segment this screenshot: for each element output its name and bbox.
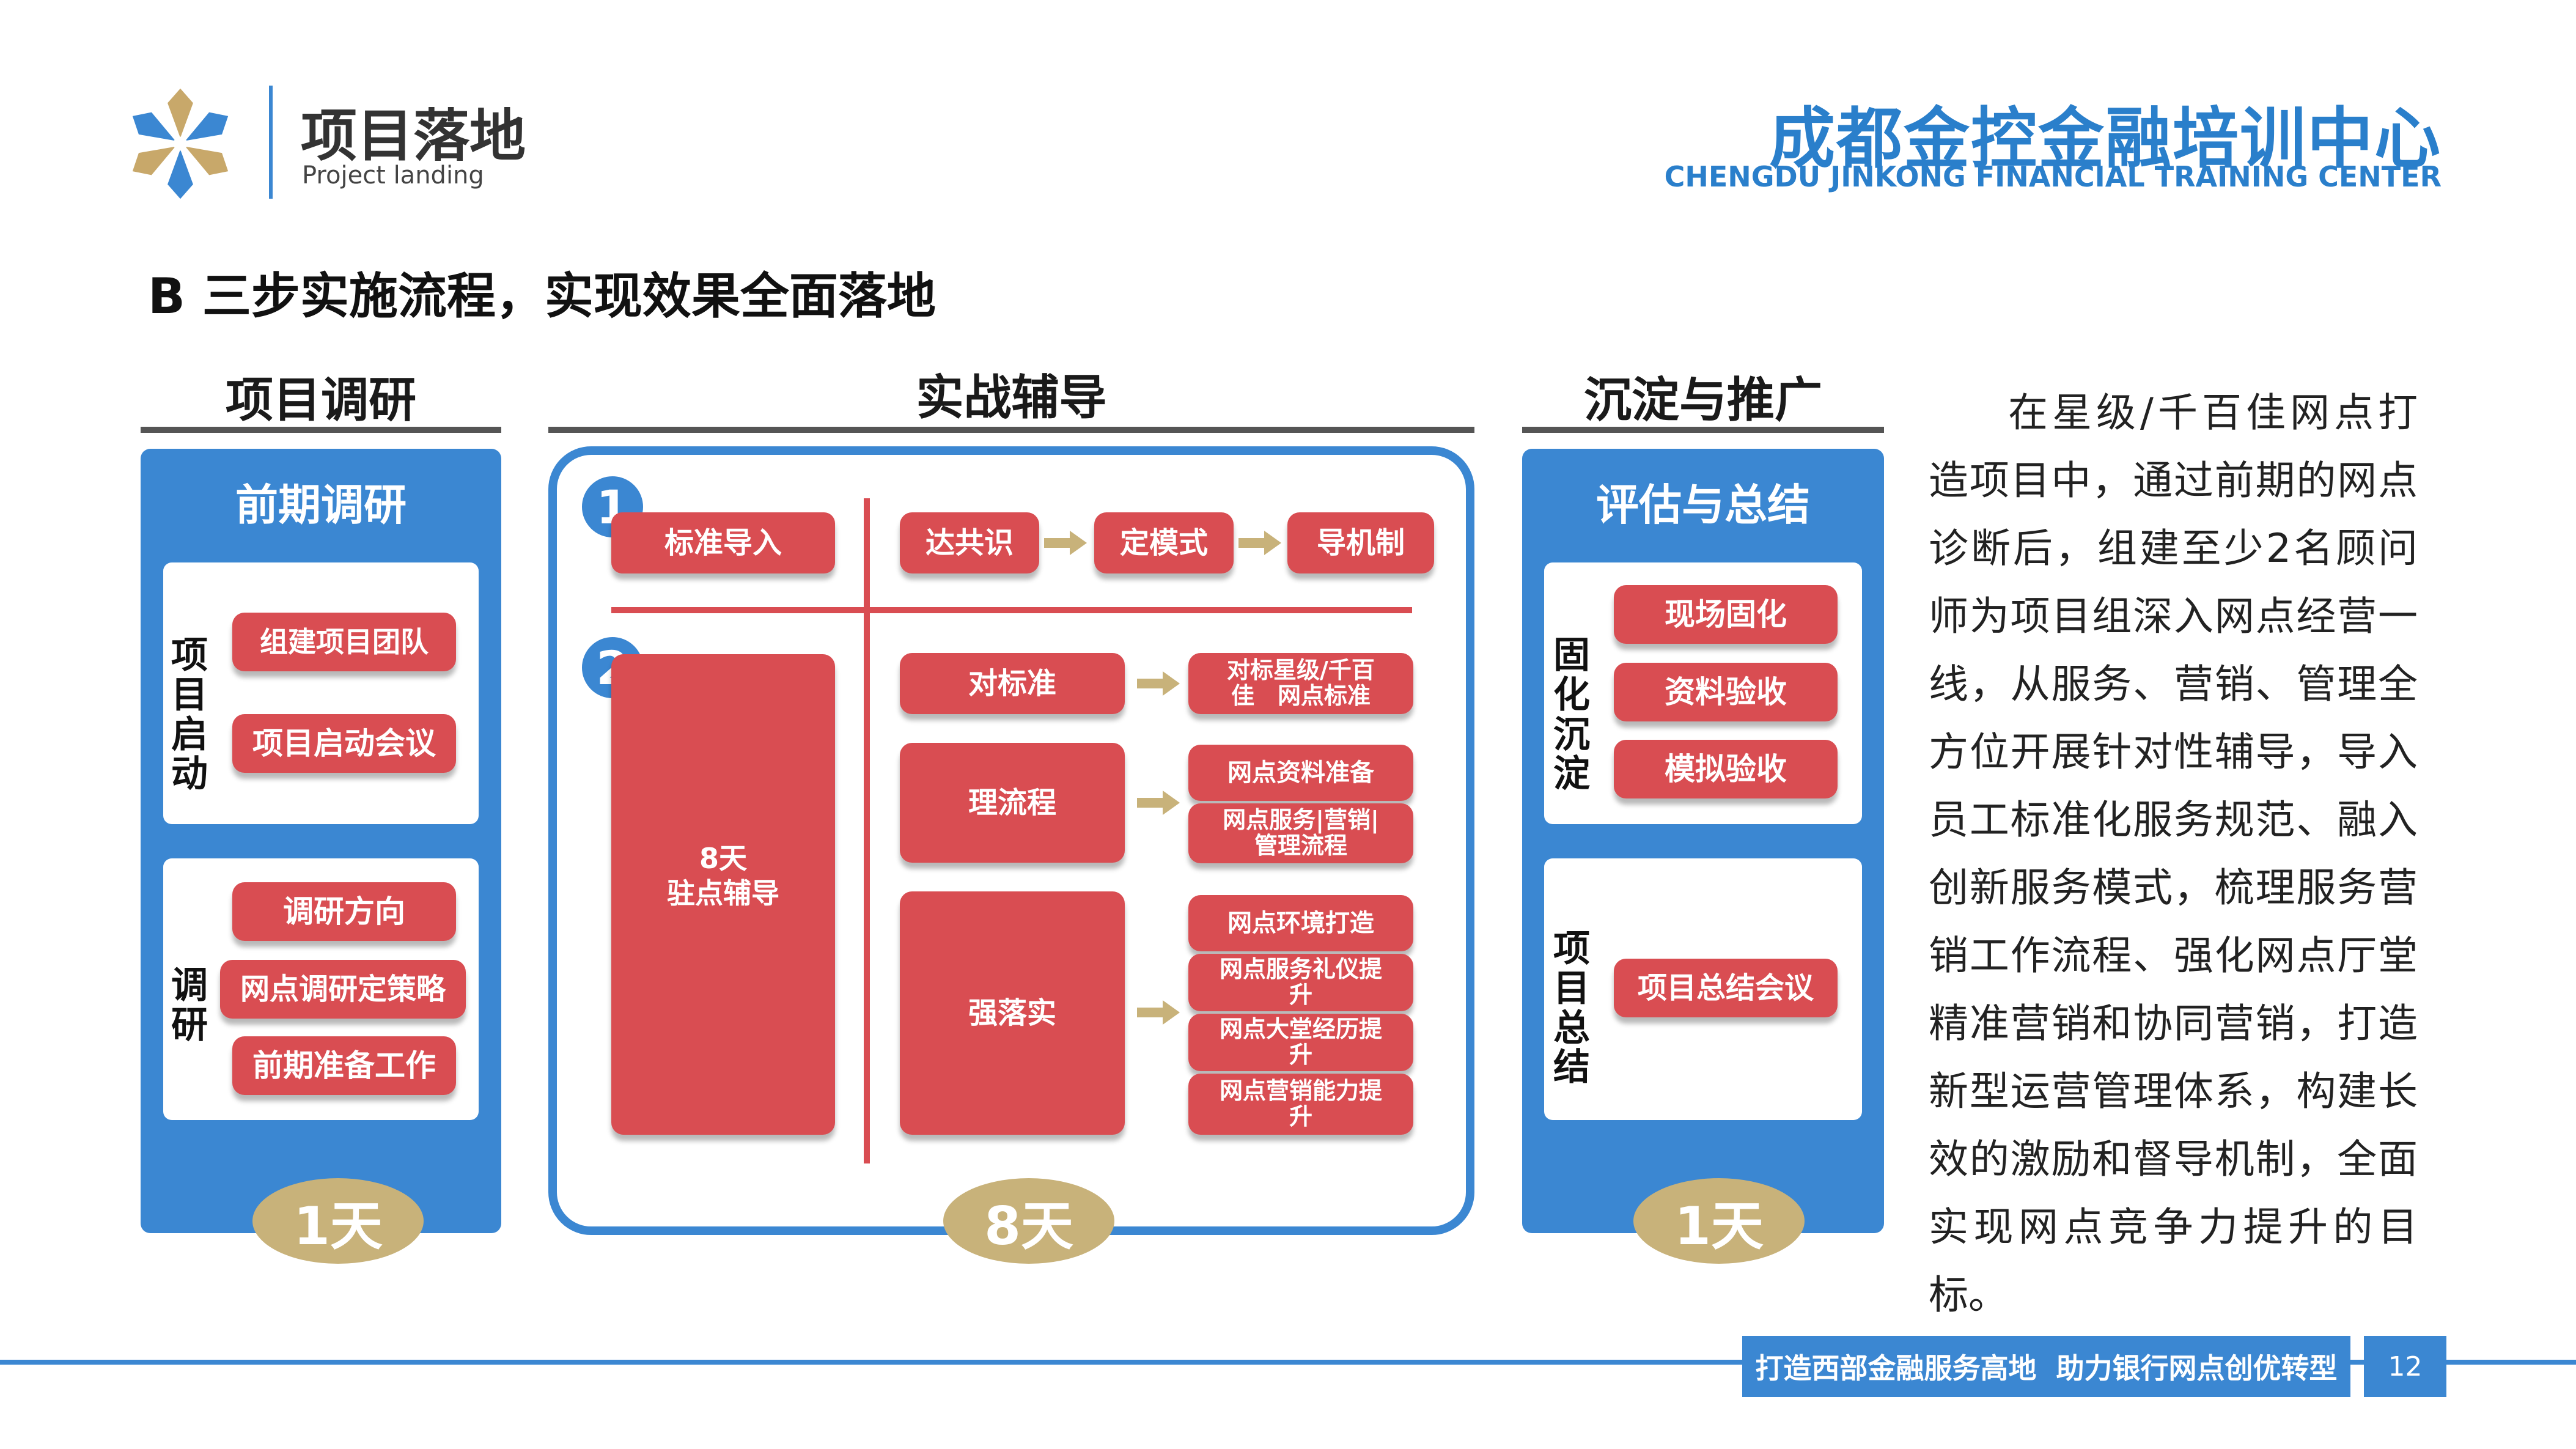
step2-process-item-1[interactable]: 网点资料准备 — [1188, 745, 1413, 801]
arrow-right-icon — [1044, 531, 1087, 555]
footer-slogan: 打造西部金融服务高地 助力银行网点创优转型 — [1742, 1336, 2350, 1397]
col3-days-badge: 1天 — [1633, 1178, 1805, 1264]
col3-group1-label: 固化沉淀 — [1553, 634, 1590, 796]
col1-panel-title: 前期调研 — [235, 479, 407, 530]
col1-item-research-direction[interactable]: 调研方向 — [232, 882, 456, 941]
col1-underline — [141, 427, 501, 433]
arrow-right-icon — [1238, 531, 1281, 555]
col1-item-preparation[interactable]: 前期准备工作 — [232, 1036, 456, 1095]
org-name-cn: 成都金控金融培训中心 — [1768, 101, 2442, 177]
col3-item-summary-meeting[interactable]: 项目总结会议 — [1614, 959, 1838, 1017]
step2-row-standard[interactable]: 对标准 — [900, 653, 1125, 714]
col1-group1-box — [163, 562, 479, 824]
col2-heading: 实战辅导 — [916, 371, 1107, 426]
col1-item-build-team[interactable]: 组建项目团队 — [232, 613, 456, 671]
col3-group2-label: 项目总结 — [1553, 927, 1590, 1090]
arrow-right-icon — [1137, 671, 1180, 696]
col1-item-kickoff-meeting[interactable]: 项目启动会议 — [232, 714, 456, 773]
step2-enforce-item-4[interactable]: 网点营销能力提 升 — [1188, 1074, 1413, 1135]
arrow-right-icon — [1137, 791, 1180, 815]
col3-underline — [1522, 427, 1884, 433]
step1-flow-mechanism[interactable]: 导机制 — [1287, 512, 1434, 573]
col3-item-onsite-solidify[interactable]: 现场固化 — [1614, 585, 1838, 644]
step1-flow-consensus[interactable]: 达共识 — [900, 512, 1039, 573]
org-name-en: CHENGDU JINKONG FINANCIAL TRAINING CENTE… — [1664, 160, 2442, 193]
step2-enforce-item-3[interactable]: 网点大堂经历提 升 — [1188, 1014, 1413, 1071]
star-logo-icon — [132, 88, 229, 199]
col2-underline — [548, 427, 1474, 433]
step2-standard-item-1[interactable]: 对标星级/千百 佳 网点标准 — [1188, 653, 1413, 714]
step2-process-item-2[interactable]: 网点服务|营销| 管理流程 — [1188, 803, 1413, 863]
col2-days-badge: 8天 — [943, 1178, 1114, 1264]
footer-line — [0, 1360, 2576, 1365]
col3-item-document-acceptance[interactable]: 资料验收 — [1614, 663, 1838, 721]
col3-heading: 沉淀与推广 — [1583, 373, 1822, 428]
section-subtitle: Project landing — [302, 161, 484, 190]
col2-horizontal-divider — [611, 607, 1412, 613]
col3-item-simulated-acceptance[interactable]: 模拟验收 — [1614, 740, 1838, 798]
col2-vertical-divider — [864, 498, 870, 1163]
step1-standard-import[interactable]: 标准导入 — [611, 512, 835, 573]
col1-group1-label: 项目启动 — [171, 634, 208, 796]
col1-item-outlet-strategy[interactable]: 网点调研定策略 — [220, 960, 466, 1019]
page-heading: B 三步实施流程，实现效果全面落地 — [148, 268, 936, 325]
description-text: 在星级/千百佳网点打造项目中，通过前期的网点诊断后，组建至少2名顾问师为项目组深… — [1929, 390, 2418, 1318]
step1-flow-define-model[interactable]: 定模式 — [1094, 512, 1234, 573]
step2-row-enforce[interactable]: 强落实 — [900, 891, 1125, 1135]
header-divider — [269, 86, 273, 199]
col1-heading: 项目调研 — [225, 373, 416, 428]
step2-row-process[interactable]: 理流程 — [900, 743, 1125, 863]
step2-onsite-coaching[interactable]: 8天 驻点辅导 — [611, 654, 835, 1135]
step2-enforce-item-1[interactable]: 网点环境打造 — [1188, 895, 1413, 951]
logo — [122, 86, 238, 202]
step2-enforce-item-2[interactable]: 网点服务礼仪提 升 — [1188, 954, 1413, 1011]
col1-group2-label: 调研 — [171, 964, 208, 1047]
page-number: 12 — [2364, 1336, 2446, 1397]
col1-days-badge: 1天 — [252, 1178, 424, 1264]
arrow-right-icon — [1137, 1000, 1180, 1025]
col3-panel-title: 评估与总结 — [1596, 479, 1810, 530]
section-title: 项目落地 — [301, 103, 526, 169]
